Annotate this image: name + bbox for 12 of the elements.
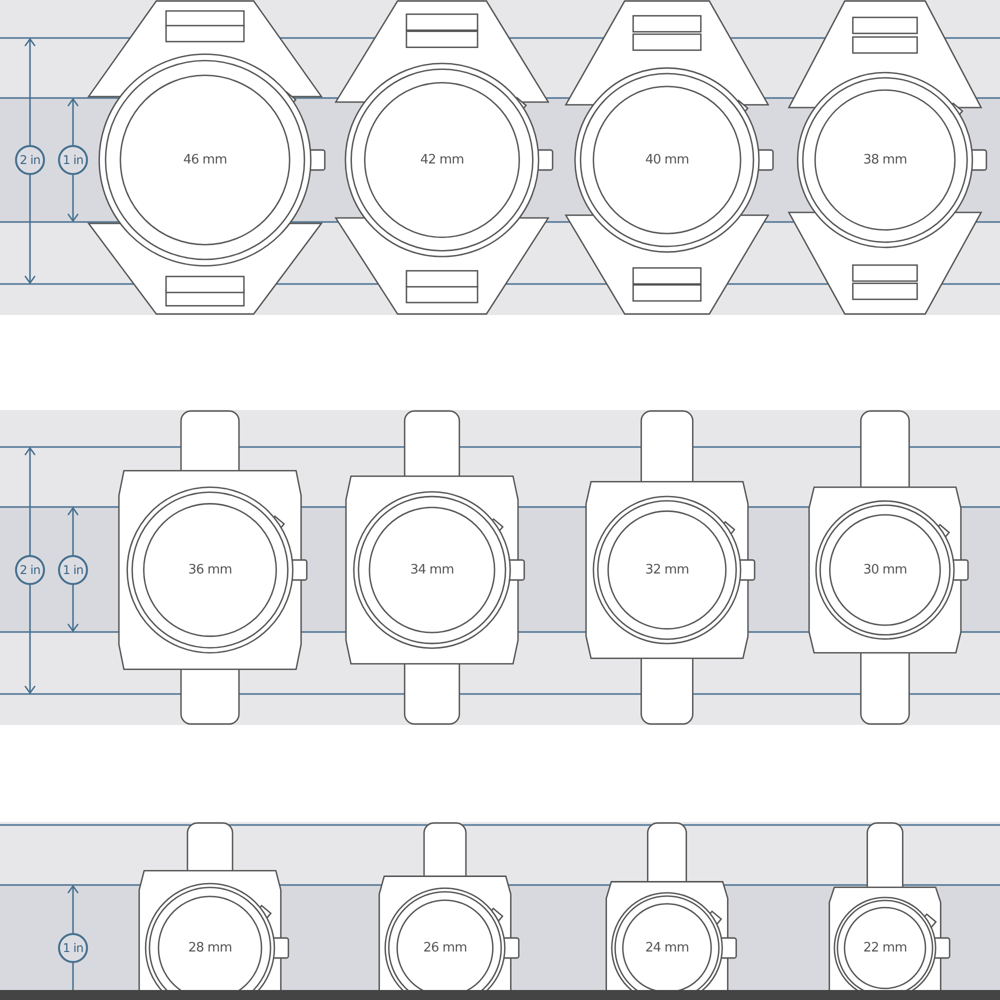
dial-size-label: 38 mm: [863, 152, 907, 168]
dial-size-label: 32 mm: [645, 562, 689, 578]
dial-size-label: 46 mm: [183, 152, 227, 168]
dial-size-label: 40 mm: [645, 152, 689, 168]
dial-size-label: 24 mm: [645, 940, 689, 956]
dial-size-label: 30 mm: [863, 562, 907, 578]
dial-size-label: 26 mm: [423, 940, 467, 956]
dial-size-label: 28 mm: [188, 940, 232, 956]
dial-size-label: 34 mm: [410, 562, 454, 578]
dial-size-label: 22 mm: [863, 940, 907, 956]
dial-size-label: 36 mm: [188, 562, 232, 578]
dial-size-label: 42 mm: [420, 152, 464, 168]
